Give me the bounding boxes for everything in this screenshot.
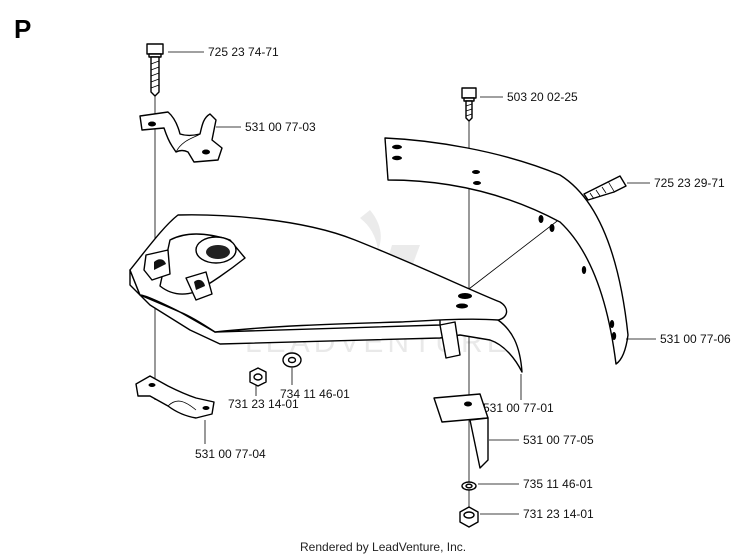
bracket-right: [433, 393, 489, 469]
callout-screw-top-right: 503 20 02-25: [507, 90, 578, 104]
washer-bottom: [461, 481, 477, 491]
screw-top-right: [461, 87, 477, 122]
callout-bracket-right: 531 00 77-05: [523, 433, 594, 447]
guard-strip: [384, 137, 629, 365]
section-label: P: [14, 14, 31, 44]
bracket-left: [135, 375, 215, 419]
callout-shield: 531 00 77-01: [483, 401, 554, 415]
callout-washer-bottom: 735 11 46-01: [523, 477, 593, 491]
callout-bracket-left: 531 00 77-04: [195, 447, 266, 461]
callout-guard-strip: 531 00 77-06: [660, 332, 731, 346]
bolt-right: [583, 175, 627, 201]
clamp: [139, 111, 223, 163]
nut-left: [249, 367, 267, 387]
callout-bolt-right: 725 23 29-71: [654, 176, 725, 190]
bolt-top-left: [146, 43, 164, 97]
callout-nut-bottom: 731 23 14-01: [523, 507, 594, 521]
grass-shield: [129, 214, 523, 373]
footer-credit: Rendered by LeadVenture, Inc.: [300, 540, 466, 554]
watermark-flame-icon: [360, 210, 381, 250]
nut-bottom: [459, 506, 479, 528]
callout-bolt-top: 725 23 74-71: [208, 45, 279, 59]
callout-clamp: 531 00 77-03: [245, 120, 316, 134]
callout-washer: 734 11 46-01: [280, 387, 350, 401]
washer: [282, 352, 302, 368]
callout-nut-left: 731 23 14-01: [228, 397, 299, 411]
